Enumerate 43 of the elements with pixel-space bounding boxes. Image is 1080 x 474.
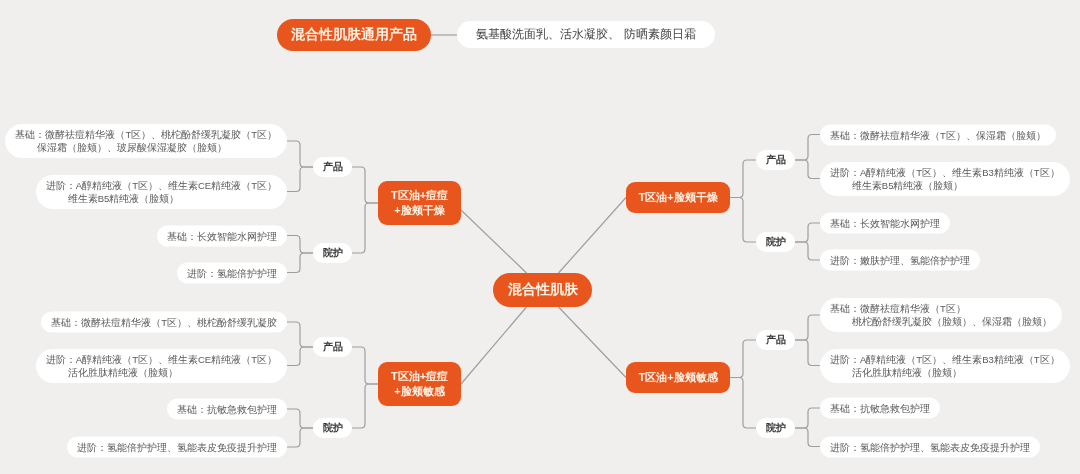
category-pill: 产品	[313, 337, 352, 357]
connector-line	[557, 196, 627, 274]
item-pill: 基础：抗敏急救包护理	[167, 398, 287, 420]
topic-pill: T区油+脸颊敏感	[626, 362, 730, 393]
item-pill: 进阶：嫩肤护理、氢能倍护护理	[820, 249, 980, 271]
connector-line	[794, 241, 821, 261]
category-pill: 院护	[313, 243, 352, 263]
category-pill: 产品	[756, 330, 795, 350]
connector-line	[794, 339, 821, 367]
category-pill: 院护	[756, 418, 795, 438]
item-pill: 进阶：A醇精纯液（T区）、维生素CE精纯液（T区）活化胜肽精纯液（脸颊）	[35, 348, 287, 383]
connector-line	[460, 306, 528, 385]
note-pill: 氨基酸洗面乳、活水凝胶、 防晒素颜日霜	[457, 21, 715, 48]
item-pill: 进阶：氢能倍护护理	[177, 262, 287, 283]
connector-line	[794, 159, 821, 180]
item-pill: 进阶：氢能倍护护理、氢能表皮免疫提升护理	[820, 436, 1040, 457]
category-pill: 产品	[756, 150, 795, 170]
heading-pill: 混合性肌肤通用产品	[277, 19, 431, 51]
topic-pill: T区油+痘痘+脸颊干燥	[378, 181, 461, 225]
topic-pill: T区油+痘痘+脸颊敏感	[378, 362, 461, 406]
connector-line	[729, 196, 757, 243]
connector-line	[729, 376, 757, 429]
item-pill: 进阶：A醇精纯液（T区）、维生素B3精纯液（T区）活化胜肽精纯液（脸颊）	[820, 348, 1070, 383]
item-pill: 基础：抗敏急救包护理	[820, 397, 940, 419]
item-pill: 基础：微酵祛痘精华液（T区）桃柁酚舒缓乳凝胶（脸颊）、保湿霜（脸颊）	[820, 298, 1062, 332]
category-pill: 院护	[313, 418, 352, 438]
central-topic-pill: 混合性肌肤	[493, 273, 592, 307]
connector-line	[460, 209, 528, 274]
item-pill: 进阶：氢能倍护护理、氢能表皮免疫提升护理	[67, 436, 287, 458]
connector-line	[430, 34, 458, 36]
item-pill: 基础：长效智能水网护理	[820, 212, 950, 234]
item-pill: 基础：微酵祛痘精华液（T区）、桃柁酚舒缓乳凝胶	[41, 311, 287, 333]
connector-line	[286, 252, 314, 274]
item-pill: 基础：微酵祛痘精华液（T区）、桃柁酚舒缓乳凝胶（T区）保湿霜（脸颊）、玻尿酸保湿凝胶（脸颊）	[5, 124, 287, 158]
category-pill: 院护	[756, 232, 795, 252]
item-pill: 基础：长效智能水网护理	[157, 225, 287, 246]
item-pill: 基础：微酵祛痘精华液（T区）、保湿霜（脸颊）	[820, 124, 1056, 145]
connector-line	[557, 306, 627, 379]
connector-line	[794, 427, 821, 448]
item-pill: 进阶：A醇精纯液（T区）、维生素CE精纯液（T区）维生素B5精纯液（脸颊）	[35, 174, 287, 209]
topic-pill: T区油+脸颊干燥	[626, 182, 730, 213]
item-pill: 进阶：A醇精纯液（T区）、维生素B3精纯液（T区）维生素B5精纯液（脸颊）	[820, 161, 1070, 196]
category-pill: 产品	[313, 157, 352, 177]
